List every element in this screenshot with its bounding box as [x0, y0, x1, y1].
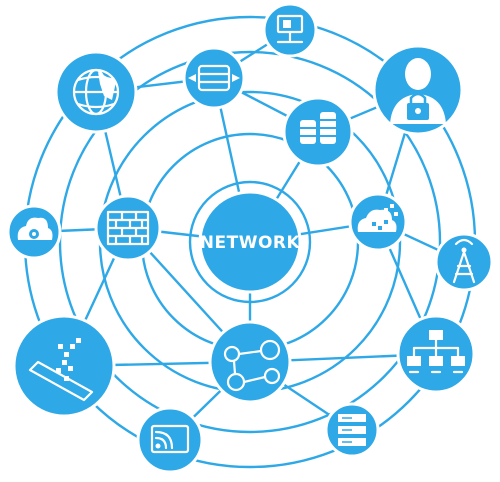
database-icon	[300, 112, 336, 144]
cast-screen-node[interactable]	[136, 406, 204, 474]
server-transfer-icon	[188, 64, 240, 92]
brick-wall-icon	[106, 210, 150, 246]
cloud-settings-node[interactable]	[6, 204, 62, 260]
server-transfer-node[interactable]	[182, 46, 246, 110]
database-node[interactable]	[282, 96, 354, 168]
tablet-pixel-icon	[28, 338, 94, 402]
hierarchy-icon	[407, 330, 465, 374]
cloud-gear-icon	[17, 217, 53, 240]
network-hub[interactable]: NETWORK	[198, 190, 302, 294]
antenna-tower-icon	[452, 238, 476, 284]
node-link-icon	[223, 339, 281, 392]
connection-node[interactable]	[208, 320, 292, 404]
globe-node[interactable]	[54, 50, 138, 134]
antenna-node[interactable]	[434, 232, 494, 292]
tablet-data-node[interactable]	[12, 314, 116, 418]
cast-screen-icon	[150, 424, 190, 454]
network-hub-circle	[198, 190, 302, 294]
user-security-node[interactable]	[372, 44, 464, 136]
network-hub-label: NETWORK	[200, 233, 301, 253]
server-rack-icon	[338, 414, 366, 446]
network-tree-node[interactable]	[396, 314, 476, 394]
cloud-data-node[interactable]	[348, 192, 408, 252]
computer-network-icon	[276, 14, 304, 44]
computer-network-node[interactable]	[262, 2, 318, 58]
firewall-node[interactable]	[94, 194, 162, 262]
globe-icon	[72, 68, 120, 116]
ring-4	[58, 50, 442, 434]
user-lock-icon	[390, 58, 446, 124]
server-rack-node[interactable]	[324, 402, 380, 458]
cloud-pixel-icon	[357, 204, 398, 232]
